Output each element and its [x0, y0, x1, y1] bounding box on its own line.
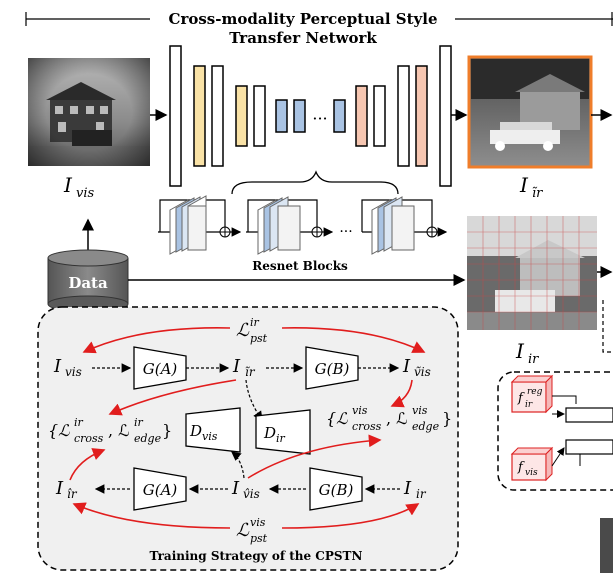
node-i-vis-sub: vis	[65, 365, 82, 379]
loss-left-close: }	[162, 421, 172, 440]
discriminator-vis-d: D	[189, 422, 202, 440]
loss-pst-vis-sub: pst	[250, 532, 268, 545]
generator-a-bottom-label: G(A)	[143, 481, 178, 499]
generator-b-top	[305, 346, 359, 390]
loss-right-edge-sup: vis	[412, 404, 428, 417]
red-arc-bottom-right	[281, 503, 420, 529]
i-ir-label-sub: ir	[528, 352, 539, 367]
f-vis-sub: vis	[525, 468, 538, 478]
red-arc-vist-right	[390, 379, 413, 408]
resnet-block-2	[246, 196, 334, 255]
node-i-vis-tilde-sub: ṽis	[414, 365, 431, 379]
visible-image	[28, 58, 150, 166]
loss-right-cross-sub: cross	[352, 420, 382, 433]
right-panel-connectors	[551, 395, 613, 467]
loss-right-comma: , ℒ	[386, 409, 408, 428]
red-arc-top-right	[281, 327, 426, 353]
ir-dashed-link	[602, 300, 611, 353]
i-ir-tilde-label-sub: ĩr	[532, 186, 543, 201]
red-arc-irt-left	[108, 379, 237, 416]
generator-a-bottom	[133, 467, 187, 511]
bottom-right-thumbnail	[600, 518, 613, 573]
resnet-brace	[231, 170, 399, 195]
i-ir-label: I	[515, 339, 525, 363]
discriminator-vis-sub: vis	[202, 430, 218, 443]
loss-left-edge-sup: ir	[134, 416, 144, 429]
loss-pst-ir-sup: ir	[250, 316, 260, 329]
node-i-ir-sub: ir	[416, 487, 427, 501]
title-line1: Cross-modality Perceptual Style	[169, 10, 438, 28]
data-cylinder	[47, 249, 129, 313]
node-i-vis-tilde: I	[402, 356, 411, 377]
red-arc-top-left	[82, 327, 231, 354]
feature-box-reg	[510, 374, 554, 414]
ir-image	[467, 216, 597, 330]
i-vis-label-sub: vis	[76, 186, 95, 201]
i-ir-tilde-label: I	[519, 173, 529, 197]
loss-right-edge-sub: edge	[412, 420, 440, 433]
arrow-irt-dir	[245, 379, 263, 421]
f-reg-base: f	[517, 391, 525, 406]
resnet-ellipsis: ···	[339, 224, 352, 240]
loss-left-edge-sub: edge	[134, 432, 162, 445]
loss-right-open: {ℒ	[326, 409, 348, 428]
red-arc-vishat-right	[247, 434, 382, 479]
node-i-vis: I	[53, 356, 62, 377]
loss-left-open: {ℒ	[48, 421, 70, 440]
loss-left-comma: , ℒ	[108, 421, 130, 440]
node-i-ir-tilde: I	[232, 356, 241, 377]
arrow-vishat-dvis	[231, 451, 245, 479]
loss-pst-ir: ℒ	[236, 320, 250, 341]
node-i-ir-tilde-sub: ĩr	[245, 365, 256, 379]
generator-a-top-label: G(A)	[143, 360, 178, 378]
f-vis-base: f	[517, 460, 525, 475]
loss-right-close: }	[442, 409, 452, 428]
resnet-block-1	[158, 195, 242, 255]
discriminator-ir-d: D	[263, 424, 276, 442]
red-arc-bottom-left	[72, 502, 231, 529]
loss-left-cross-sup: ir	[74, 416, 84, 429]
f-reg-sub: ir	[525, 400, 533, 410]
red-arc-irhat-left	[69, 448, 106, 481]
generator-b-bottom	[309, 467, 363, 511]
loss-pst-ir-sub: pst	[250, 332, 268, 345]
discriminator-ir-sub: ir	[276, 432, 286, 445]
loss-pst-vis-sup: vis	[250, 516, 266, 529]
generator-a-top	[133, 346, 187, 390]
loss-right-cross-sup: vis	[352, 404, 368, 417]
resnet-block-3	[361, 196, 448, 255]
loss-left-cross-sub: cross	[74, 432, 104, 445]
node-i-vis-hat-sub: v̂is	[243, 487, 260, 501]
layers-ellipsis: ···	[312, 109, 327, 128]
title-line2: Transfer Network	[229, 29, 377, 47]
strategy-caption: Training Strategy of the CPSTN	[150, 549, 363, 563]
generator-b-top-label: G(B)	[315, 360, 350, 378]
node-i-vis-hat: I	[231, 478, 240, 499]
node-i-ir-hat-sub: îr	[67, 487, 78, 501]
generated-ir-image	[467, 55, 593, 169]
loss-pst-vis: ℒ	[236, 520, 250, 541]
feature-box-vis	[510, 446, 554, 482]
data-label: Data	[68, 274, 108, 292]
resnet-label: Resnet Blocks	[252, 259, 348, 273]
network-layers	[169, 45, 452, 187]
node-i-ir: I	[403, 478, 412, 499]
node-i-ir-hat: I	[55, 478, 64, 499]
discriminator-ir	[255, 409, 311, 455]
f-reg-sup: reg	[527, 387, 543, 397]
i-vis-label: I	[63, 173, 73, 197]
generator-b-bottom-label: G(B)	[319, 481, 354, 499]
title-bracket	[25, 12, 613, 26]
